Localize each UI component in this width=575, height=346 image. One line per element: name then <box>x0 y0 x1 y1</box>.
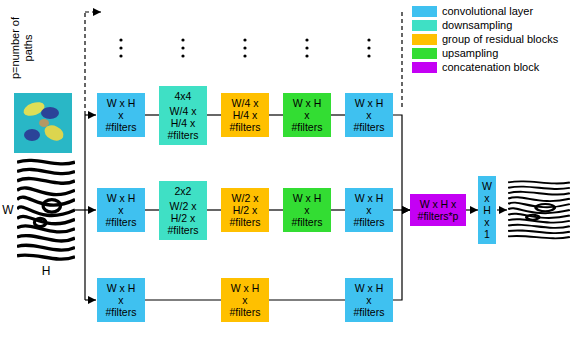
upsampling-box: W x H x #filters <box>283 93 331 137</box>
input-line <box>75 209 85 210</box>
conv-box: W x H x #filters <box>97 188 145 232</box>
connector <box>331 114 345 115</box>
size-text: W x H x #filters <box>292 97 323 133</box>
phase-image <box>14 93 72 153</box>
output-image <box>508 180 570 240</box>
size-text: W x H x #filters <box>354 97 385 133</box>
connector <box>145 114 159 115</box>
branch-arrow <box>85 209 96 210</box>
conv-box: W x H x #filters <box>345 188 393 232</box>
connector <box>393 115 410 210</box>
dot <box>243 38 246 41</box>
residual-box: W/2 x H/2 x #filters <box>221 188 269 232</box>
legend-entry: group of residual blocks <box>412 32 558 46</box>
conv-box: W x H x 1 <box>478 176 496 244</box>
legend-text: group of residual blocks <box>442 33 558 46</box>
size-text: W x H x #filters <box>292 192 323 228</box>
paths-note: p=number of paths <box>9 15 35 81</box>
legend-swatch <box>412 20 437 31</box>
size-text: W/2 x H/2 x #filters <box>230 192 261 228</box>
legend-entry: concatenation block <box>412 60 558 74</box>
legend-swatch <box>412 48 437 59</box>
dashed-arrow <box>85 11 101 12</box>
connector <box>466 209 478 210</box>
connector <box>269 299 345 300</box>
size-text: W/2 x H/2 x #filters <box>168 200 199 236</box>
branch-arrow <box>85 114 96 115</box>
dot <box>119 38 122 41</box>
size-text: W x H x #filters <box>106 97 137 133</box>
size-text: W x H x #filters <box>106 282 137 318</box>
conv-box: W x H x #filters <box>345 93 393 137</box>
conv-box: W x H x #filters <box>97 93 145 137</box>
size-text: W x H x #filters <box>106 192 137 228</box>
dashed-line <box>84 12 85 115</box>
branch-arrow <box>85 299 96 300</box>
conv-box: W x H x #filters <box>345 278 393 322</box>
dot <box>119 46 122 49</box>
residual-box: W x H x #filters <box>221 278 269 322</box>
factor-text: 4x4 <box>175 90 192 102</box>
size-text: W x H x 1 <box>482 180 492 240</box>
width-label: W <box>2 203 13 217</box>
legend-text: concatenation block <box>442 61 539 74</box>
size-text: W/4 x H/4 x #filters <box>168 105 199 141</box>
phase-blob <box>39 119 49 127</box>
phase-blob <box>41 107 59 119</box>
dot <box>119 54 122 57</box>
connector <box>393 210 410 300</box>
dot <box>367 38 370 41</box>
phase-ground <box>14 93 72 153</box>
legend-text: upsampling <box>442 47 498 60</box>
ellipsis-dots <box>119 38 370 57</box>
legend-swatch <box>412 6 437 17</box>
dot <box>305 54 308 57</box>
height-label: H <box>42 264 51 278</box>
size-text: W x H x #filters <box>354 192 385 228</box>
size-text: W x H x #filters*p <box>418 198 459 222</box>
dashed-line <box>401 12 402 108</box>
fringe-image <box>17 158 75 262</box>
dot <box>243 54 246 57</box>
legend-text: downsampling <box>442 19 512 32</box>
dot <box>367 46 370 49</box>
concatenation-box: W x H x #filters*p <box>410 194 466 226</box>
dot <box>305 38 308 41</box>
upsampling-box: W x H x #filters <box>283 188 331 232</box>
dot <box>367 54 370 57</box>
branch-line <box>84 115 85 300</box>
legend-entry: convolutional layer <box>412 4 558 18</box>
dot <box>181 46 184 49</box>
connector <box>207 114 221 115</box>
factor-text: 2x2 <box>175 185 192 197</box>
size-text: W x H x #filters <box>354 282 385 318</box>
conv-box: W x H x #filters <box>97 278 145 322</box>
connector <box>269 209 283 210</box>
legend-text: convolutional layer <box>442 5 533 18</box>
dot <box>305 46 308 49</box>
connector <box>269 114 283 115</box>
legend-swatch <box>412 34 437 45</box>
connector <box>145 209 159 210</box>
downsampling-box: 4x4W/4 x H/4 x #filters <box>159 86 207 145</box>
connector <box>145 299 221 300</box>
legend-swatch <box>412 62 437 73</box>
dot <box>181 38 184 41</box>
branch-lines <box>75 115 507 300</box>
residual-box: W/4 x H/4 x #filters <box>221 93 269 137</box>
downsampling-box: 2x2W/2 x H/2 x #filters <box>159 181 207 240</box>
size-text: W x H x #filters <box>230 282 261 318</box>
connector <box>207 209 221 210</box>
legend-entry: downsampling <box>412 18 558 32</box>
dot <box>181 54 184 57</box>
dot <box>243 46 246 49</box>
size-text: W/4 x H/4 x #filters <box>230 97 261 133</box>
output-arrow <box>497 209 507 210</box>
legend-entry: upsampling <box>412 46 558 60</box>
legend: convolutional layerdownsamplinggroup of … <box>412 4 558 74</box>
phase-blob <box>24 129 40 141</box>
connector <box>331 209 345 210</box>
